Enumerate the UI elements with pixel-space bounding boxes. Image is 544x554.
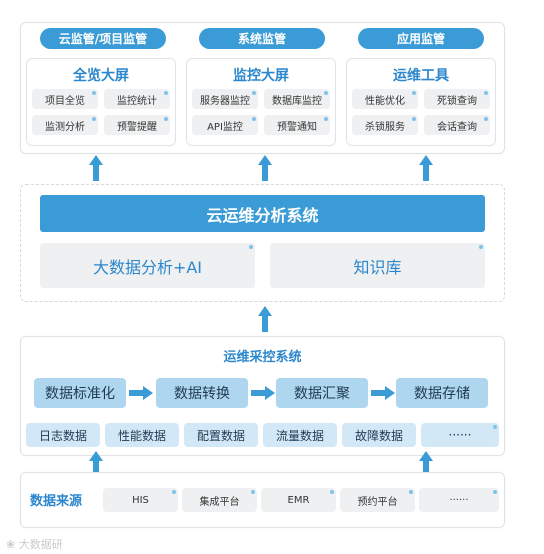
more-label: ······ <box>448 428 472 442</box>
pill-cloud-project-monitoring[interactable]: 云监管/项目监管 <box>40 28 166 49</box>
chip-performance-optimize[interactable]: 性能优化 <box>352 89 418 109</box>
chip-label: 项目全览 <box>45 95 85 107</box>
analysis-system-title: 云运维分析系统 <box>40 195 485 232</box>
source-his[interactable]: HIS <box>103 488 178 512</box>
arrow-up-icon <box>89 451 103 477</box>
arrow-up-icon <box>258 306 272 332</box>
source-appointment-platform[interactable]: 预约平台 <box>340 488 415 512</box>
chip-label: 数据库监控 <box>272 95 322 107</box>
chip-server-monitoring[interactable]: 服务器监控 <box>192 89 258 109</box>
chip-session-query[interactable]: 会话查询 <box>424 115 490 135</box>
card-title: 全览大屏 <box>73 68 129 84</box>
type-more[interactable]: ······ <box>421 423 499 447</box>
corner-dot <box>484 117 488 121</box>
corner-dot <box>479 245 483 249</box>
corner-dot <box>251 490 255 494</box>
type-performance-data[interactable]: 性能数据 <box>105 423 179 447</box>
source-more[interactable]: ······ <box>419 488 499 512</box>
corner-dot <box>164 117 168 121</box>
corner-dot <box>249 245 253 249</box>
chip-database-monitoring[interactable]: 数据库监控 <box>264 89 330 109</box>
type-traffic-data[interactable]: 流量数据 <box>263 423 337 447</box>
chip-label: 监测分析 <box>45 121 85 133</box>
chip-kill-lock-service[interactable]: 杀锁服务 <box>352 115 418 135</box>
arrow-up-icon <box>419 155 433 181</box>
knowledge-base-box[interactable]: 知识库 <box>270 243 485 288</box>
chip-label: 预警提醒 <box>117 121 157 133</box>
source-emr[interactable]: EMR <box>261 488 336 512</box>
arrow-right-icon <box>129 386 153 400</box>
big-data-ai-box[interactable]: 大数据分析+AI <box>40 243 255 288</box>
corner-dot <box>412 117 416 121</box>
chip-monitor-stats[interactable]: 监控统计 <box>104 89 170 109</box>
chip-label: 监控统计 <box>117 95 157 107</box>
chip-deadlock-query[interactable]: 死锁查询 <box>424 89 490 109</box>
arrow-up-icon <box>419 451 433 477</box>
corner-dot <box>412 91 416 95</box>
type-log-data[interactable]: 日志数据 <box>26 423 100 447</box>
chip-alert-reminder[interactable]: 预警提醒 <box>104 115 170 135</box>
chip-label: 性能优化 <box>365 95 405 107</box>
corner-dot <box>493 425 497 429</box>
step-aggregate[interactable]: 数据汇聚 <box>276 378 368 408</box>
pill-system-monitoring[interactable]: 系统监管 <box>199 28 325 49</box>
corner-dot <box>164 91 168 95</box>
chip-project-overview[interactable]: 项目全览 <box>32 89 98 109</box>
chip-label: API监控 <box>207 121 243 133</box>
arrow-right-icon <box>371 386 395 400</box>
box-label: 大数据分析+AI <box>92 257 203 277</box>
watermark: ❀ 大数据研 <box>6 536 63 552</box>
step-standardize[interactable]: 数据标准化 <box>34 378 126 408</box>
collection-system-title: 运维采控系统 <box>223 350 302 365</box>
step-storage[interactable]: 数据存储 <box>396 378 488 408</box>
corner-dot <box>324 91 328 95</box>
chip-label: 死锁查询 <box>437 95 477 107</box>
chip-label: 服务器监控 <box>200 95 250 107</box>
type-config-data[interactable]: 配置数据 <box>184 423 258 447</box>
source-label: 集成平台 <box>199 496 240 508</box>
corner-dot <box>92 91 96 95</box>
source-integration-platform[interactable]: 集成平台 <box>182 488 257 512</box>
chip-label: 预警通知 <box>277 121 317 133</box>
pill-application-monitoring[interactable]: 应用监管 <box>358 28 484 49</box>
arrow-up-icon <box>89 155 103 181</box>
chip-api-monitoring[interactable]: API监控 <box>192 115 258 135</box>
type-fault-data[interactable]: 故障数据 <box>342 423 416 447</box>
chip-label: 杀锁服务 <box>365 121 405 133</box>
corner-dot <box>493 490 497 494</box>
arrow-up-icon <box>258 155 272 181</box>
chip-alert-notification[interactable]: 预警通知 <box>264 115 330 135</box>
box-label: 知识库 <box>353 257 402 277</box>
chip-label: 会话查询 <box>437 121 477 133</box>
source-label: ······ <box>449 494 469 506</box>
card-title: 监控大屏 <box>233 68 289 84</box>
corner-dot <box>324 117 328 121</box>
source-label: 预约平台 <box>357 496 398 508</box>
step-transform[interactable]: 数据转换 <box>156 378 248 408</box>
watermark-text: 大数据研 <box>18 538 63 551</box>
chip-monitor-analysis[interactable]: 监测分析 <box>32 115 98 135</box>
corner-dot <box>172 490 176 494</box>
corner-dot <box>409 490 413 494</box>
corner-dot <box>252 117 256 121</box>
card-title: 运维工具 <box>393 68 449 84</box>
corner-dot <box>252 91 256 95</box>
corner-dot <box>92 117 96 121</box>
data-source-label: 数据来源 <box>30 494 83 509</box>
source-label: HIS <box>132 494 149 506</box>
arrow-right-icon <box>251 386 275 400</box>
watermark-logo-icon: ❀ <box>6 538 19 551</box>
corner-dot <box>330 490 334 494</box>
corner-dot <box>484 91 488 95</box>
source-label: EMR <box>287 494 310 506</box>
